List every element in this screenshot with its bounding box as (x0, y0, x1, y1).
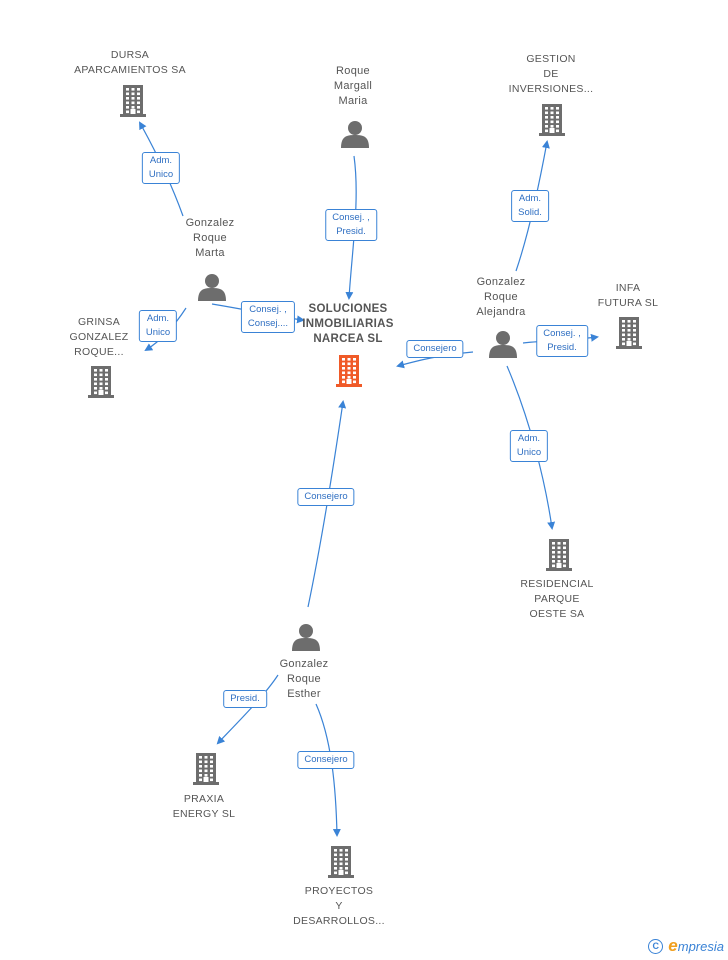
node-label-residencial[interactable]: RESIDENCIAL PARQUE OESTE SA (520, 577, 593, 622)
node-label-line: Roque (287, 673, 321, 685)
edge-label-gonzalez_alejandra-to-infa[interactable]: Consej. , Presid. (536, 325, 588, 357)
node-label-line: DESARROLLOS... (293, 915, 385, 927)
node-label-line: Roque (193, 232, 227, 244)
edge-label-line: Consej. , (543, 328, 581, 339)
node-label-line: Alejandra (476, 306, 526, 318)
building-icon[interactable] (616, 317, 642, 349)
edge-label-gonzalez_alejandra-to-residencial[interactable]: Adm. Unico (509, 430, 549, 462)
person-icon[interactable] (341, 121, 369, 148)
building-icon[interactable] (120, 85, 146, 117)
node-label-gestion[interactable]: GESTION DE INVERSIONES... (509, 52, 594, 97)
building-icon[interactable] (546, 539, 572, 571)
edge-label-gonzalez_marta-to-dursa[interactable]: Adm. Unico (141, 152, 181, 184)
node-label-line: GESTION (526, 53, 576, 65)
node-label-line: INMOBILIARIAS (302, 318, 394, 330)
node-label-line: Gonzalez (279, 658, 329, 670)
node-label-infa[interactable]: INFA FUTURA SL (598, 281, 658, 311)
node-label-line: NARCEA SL (313, 333, 383, 345)
edge-label-gonzalez_marta-to-central[interactable]: Consej. , Consej.... (240, 301, 296, 333)
node-label-line: RESIDENCIAL (520, 578, 594, 590)
node-label-line: PARQUE (534, 593, 580, 605)
edge-label-roque_margall-to-central[interactable]: Consej. , Presid. (325, 209, 377, 241)
edge-label-gonzalez_marta-to-grinsa[interactable]: Adm. Unico (138, 310, 178, 342)
edge-label-gonzalez_alejandra-to-central[interactable]: Consejero (406, 340, 464, 358)
node-label-dursa[interactable]: DURSA APARCAMIENTOS SA (74, 48, 186, 78)
node-label-line: GONZALEZ (69, 331, 129, 343)
node-label-line: FUTURA SL (597, 297, 659, 309)
person-icon[interactable] (489, 331, 517, 358)
building-icon[interactable] (193, 753, 219, 785)
node-label-line: DURSA (110, 49, 150, 61)
node-label-line: PROYECTOS (304, 885, 374, 897)
building-icon[interactable] (328, 846, 354, 878)
edge-label-line: Consejero (413, 343, 457, 354)
node-label-line: ROQUE... (74, 346, 124, 358)
node-label-line: Margall (333, 80, 373, 92)
edge-gonzalez_esther-to-praxia (216, 674, 279, 745)
edge-label-line: Presid. (230, 693, 260, 704)
edge-label-line: Adm. (146, 313, 170, 324)
copyright-icon: C (648, 938, 664, 954)
node-label-line: OESTE SA (529, 608, 585, 620)
node-label-line: Gonzalez (185, 217, 235, 229)
edge-label-gonzalez_esther-to-proyectos[interactable]: Consejero (297, 751, 355, 769)
edge-label-line: Adm. (517, 433, 541, 444)
node-label-line: Gonzalez (476, 276, 526, 288)
edge-label-line: Consejero (304, 491, 348, 502)
edge-label-line: Adm. (518, 193, 542, 204)
edge-label-line: Unico (145, 327, 171, 338)
building-icon[interactable] (539, 104, 565, 136)
node-label-line: ENERGY SL (172, 808, 236, 820)
node-label-line: INVERSIONES... (508, 83, 594, 95)
brand-name: mpresia (677, 938, 724, 954)
central-building-icon[interactable] (336, 355, 362, 387)
edge-label-line: Presid. (547, 342, 577, 353)
edge-label-line: Solid. (518, 207, 542, 218)
edge-label-gonzalez_esther-to-praxia[interactable]: Presid. (223, 690, 267, 708)
icons-layer (88, 85, 642, 878)
node-label-line: Y (335, 900, 343, 912)
node-label-line: DE (543, 68, 559, 80)
node-label-line: INFA (615, 282, 641, 294)
edge-label-gonzalez_esther-to-central[interactable]: Consejero (297, 488, 355, 506)
building-icon[interactable] (88, 366, 114, 398)
node-label-praxia[interactable]: PRAXIA ENERGY SL (173, 792, 236, 822)
edge-gonzalez_esther-to-proyectos (315, 703, 341, 837)
node-label-line: Esther (287, 688, 321, 700)
brand-initial: e (668, 936, 678, 955)
node-label-central[interactable]: SOLUCIONES INMOBILIARIAS NARCEA SL (302, 302, 393, 347)
node-label-line: APARCAMIENTOS SA (74, 64, 186, 76)
edge-label-line: Unico (516, 447, 542, 458)
edge-label-line: Adm. (149, 155, 173, 166)
edge-label-line: Consej. , (332, 212, 370, 223)
node-label-line: Roque (336, 65, 370, 77)
node-label-line: Marta (195, 247, 225, 259)
brand-footer[interactable]: C e mpresia (648, 936, 724, 956)
person-icon[interactable] (292, 624, 320, 651)
node-label-line: GRINSA (77, 316, 121, 328)
edge-label-line: Presid. (336, 226, 366, 237)
edge-label-line: Consej. , (249, 304, 287, 315)
node-label-proyectos[interactable]: PROYECTOS Y DESARROLLOS... (293, 884, 385, 929)
node-label-line: PRAXIA (183, 793, 225, 805)
edge-label-line: Unico (148, 169, 174, 180)
node-label-line: SOLUCIONES (308, 303, 388, 315)
edge-label-gonzalez_alejandra-to-gestion[interactable]: Adm. Solid. (511, 190, 549, 222)
node-label-grinsa[interactable]: GRINSA GONZALEZ ROQUE... (70, 315, 129, 360)
person-icon[interactable] (198, 274, 226, 301)
edge-label-line: Consejero (304, 754, 348, 765)
node-label-line: Maria (338, 95, 368, 107)
edge-label-line: Consej.... (247, 318, 289, 329)
node-label-line: Roque (484, 291, 518, 303)
